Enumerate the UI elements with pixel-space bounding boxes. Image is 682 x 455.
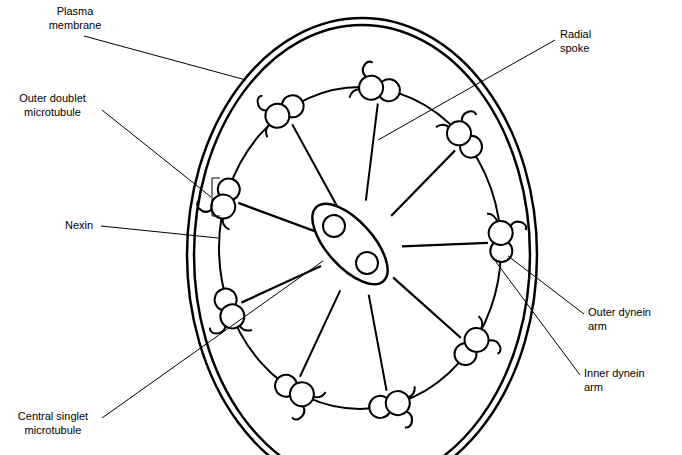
part-label: Outer doublet microtubule [5, 92, 100, 120]
part-label: Central singlet microtubule [4, 410, 102, 438]
outer-doublets [193, 60, 528, 435]
leader-lines [84, 36, 584, 418]
part-label: Nexin [58, 219, 100, 233]
part-label: Outer dynein arm [588, 306, 660, 334]
central-pair [299, 191, 400, 296]
doublet-bracket [212, 178, 220, 216]
part-label: Plasma membrane [36, 5, 114, 33]
radial-spokes [238, 104, 488, 391]
part-label: Inner dynein arm [584, 367, 656, 395]
plasma-membrane-outer [187, 18, 537, 455]
plasma-membrane-inner [194, 25, 530, 455]
part-label: Radial spoke [560, 28, 622, 56]
